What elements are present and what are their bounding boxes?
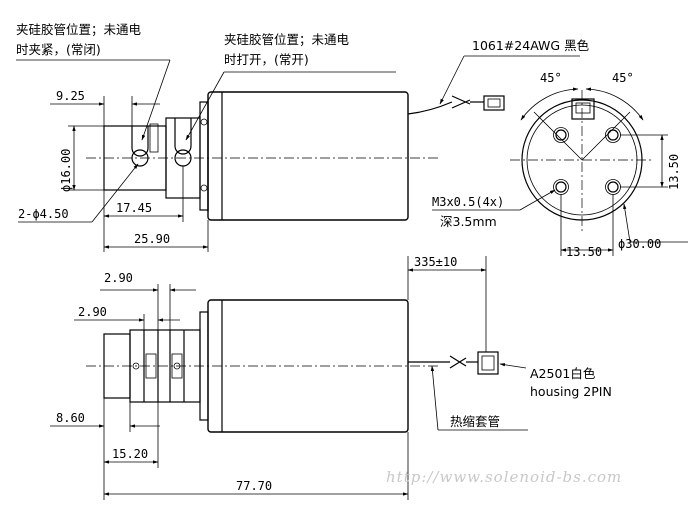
bottom-view bbox=[86, 299, 499, 433]
callout-closed-line1: 夹硅胶管位置；未通电 bbox=[16, 22, 142, 37]
dim-angle-b: 45° bbox=[612, 71, 634, 85]
callout-depth: 深3.5mm bbox=[440, 214, 497, 229]
callout-open-line1: 夹硅胶管位置；未通电 bbox=[224, 32, 350, 47]
watermark: http://www.solenoid-bs.com bbox=[386, 468, 622, 486]
dim-77-7: 77.70 bbox=[236, 479, 272, 493]
dim-phi-16: ϕ16.00 bbox=[59, 149, 73, 192]
bottom-callouts: A2501白色 housing 2PIN 热缩套管 bbox=[430, 363, 612, 431]
dim-8-6: 8.60 bbox=[56, 411, 85, 425]
dim-2-9-upper: 2.90 bbox=[104, 271, 133, 285]
bottom-dimensions: 2.90 2.90 335±10 8.60 15.20 77.70 bbox=[50, 255, 487, 500]
top-connector bbox=[483, 95, 505, 111]
end-view: 45° 45° 13.50 13.50 ϕ30.00 M3x0.5(4x) 深3… bbox=[432, 71, 688, 259]
dim-335: 335±10 bbox=[414, 255, 457, 269]
callout-thread: M3x0.5(4x) bbox=[432, 195, 504, 209]
dim-13-5-horizontal: 13.50 bbox=[566, 245, 602, 259]
top-callouts: 夹硅胶管位置；未通电 时夹紧，(常闭) 夹硅胶管位置；未通电 时打开，(常开) … bbox=[16, 22, 590, 141]
dim-phi-30: ϕ30.00 bbox=[618, 237, 661, 251]
dim-angle-a: 45° bbox=[540, 71, 562, 85]
dim-25-9: 25.90 bbox=[134, 232, 170, 246]
callout-wire: 1061#24AWG 黑色 bbox=[472, 38, 590, 53]
top-dimensions: 9.25 ϕ16.00 2-ϕ4.50 17.45 25.90 bbox=[18, 89, 209, 252]
callout-closed-line2: 时夹紧，(常闭) bbox=[16, 42, 101, 57]
callout-shrink-tube: 热缩套管 bbox=[450, 414, 500, 429]
dim-9-25: 9.25 bbox=[56, 89, 85, 103]
callout-housing-line1: A2501白色 bbox=[530, 366, 596, 381]
dim-2-9-lower: 2.90 bbox=[78, 305, 107, 319]
dim-15-2: 15.20 bbox=[112, 447, 148, 461]
dim-13-5-vertical: 13.50 bbox=[667, 154, 681, 190]
dim-2-phi-4-5: 2-ϕ4.50 bbox=[18, 207, 69, 221]
top-solenoid-body bbox=[207, 91, 409, 221]
dim-17-45: 17.45 bbox=[116, 201, 152, 215]
callout-housing-line2: housing 2PIN bbox=[530, 384, 612, 399]
bottom-connector bbox=[477, 351, 499, 375]
top-side-view bbox=[86, 91, 505, 221]
callout-open-line2: 时打开，(常开) bbox=[224, 52, 309, 67]
